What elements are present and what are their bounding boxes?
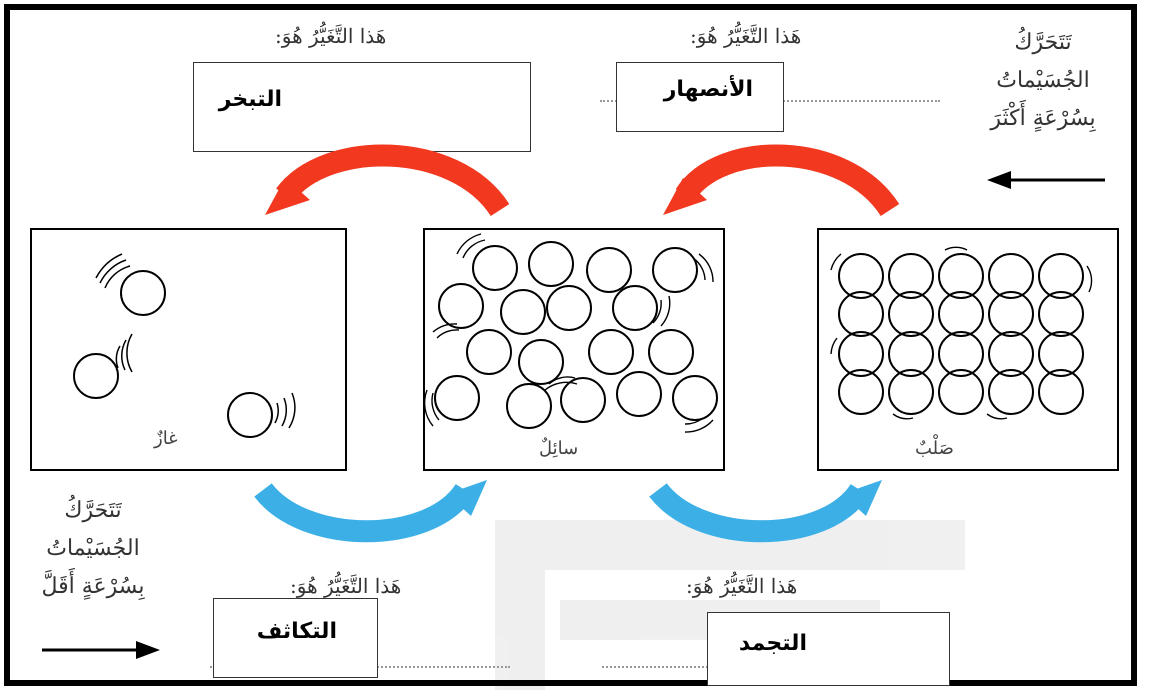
- left-arrow-icon: [987, 171, 1105, 189]
- solid-label: صَلْبٌ: [915, 438, 954, 459]
- caption-bottom-left: هَذا التَّغَيُّرُ هُوَ:: [290, 574, 402, 598]
- answer-evaporation: التبخر: [218, 87, 282, 112]
- answer-box-melting[interactable]: الأنصهار: [616, 62, 784, 132]
- liquid-particles: [423, 233, 718, 433]
- gas-box: غازٌ: [30, 228, 347, 471]
- caption-top-left: هَذا التَّغَيُّرُ هُوَ:: [275, 24, 387, 48]
- liquid-label: سائِلٌ: [539, 438, 579, 459]
- caption-top-right: هَذا التَّغَيُّرُ هُوَ:: [690, 24, 802, 48]
- gas-label: غازٌ: [154, 428, 178, 449]
- cooling-arrow-freezing: [649, 480, 882, 543]
- solid-particles: [830, 246, 1093, 420]
- right-arrow-icon: [42, 641, 160, 659]
- note-slower-line-2: الجُسَيْماتُ: [46, 536, 140, 561]
- answer-box-evaporation[interactable]: التبخر: [193, 62, 531, 152]
- note-faster-line-1: تَتَحَرَّكُ: [1014, 30, 1072, 55]
- answer-box-condensation[interactable]: التكاثف: [213, 598, 378, 678]
- answer-condensation: التكاثف: [256, 619, 337, 644]
- cooling-arrow-condensation: [254, 480, 487, 543]
- caption-bottom-right: هَذا التَّغَيُّرُ هُوَ:: [686, 574, 798, 598]
- note-faster: تَتَحَرَّكُ الجُسَيْماتُ بِسُرْعَةٍ أَكْ…: [968, 24, 1118, 138]
- heating-arrow-melting: [663, 144, 900, 217]
- note-faster-line-2: الجُسَيْماتُ: [996, 68, 1090, 93]
- note-slower-line-3: بِسُرْعَةٍ أَقَلَّ: [41, 574, 145, 599]
- answer-melting: الأنصهار: [663, 77, 753, 102]
- note-faster-line-3: بِسُرْعَةٍ أَكْثَرَ: [990, 106, 1096, 131]
- solid-box: صَلْبٌ: [817, 228, 1119, 471]
- liquid-box: سائِلٌ: [423, 228, 725, 471]
- answer-freezing: التجمد: [738, 631, 807, 656]
- note-slower-line-1: تَتَحَرَّكُ: [64, 498, 122, 523]
- gas-particles: [73, 253, 296, 438]
- answer-box-freezing[interactable]: التجمد: [707, 612, 950, 686]
- note-slower: تَتَحَرَّكُ الجُسَيْماتُ بِسُرْعَةٍ أَقَ…: [18, 492, 168, 606]
- heating-arrow-evaporation: [265, 144, 510, 217]
